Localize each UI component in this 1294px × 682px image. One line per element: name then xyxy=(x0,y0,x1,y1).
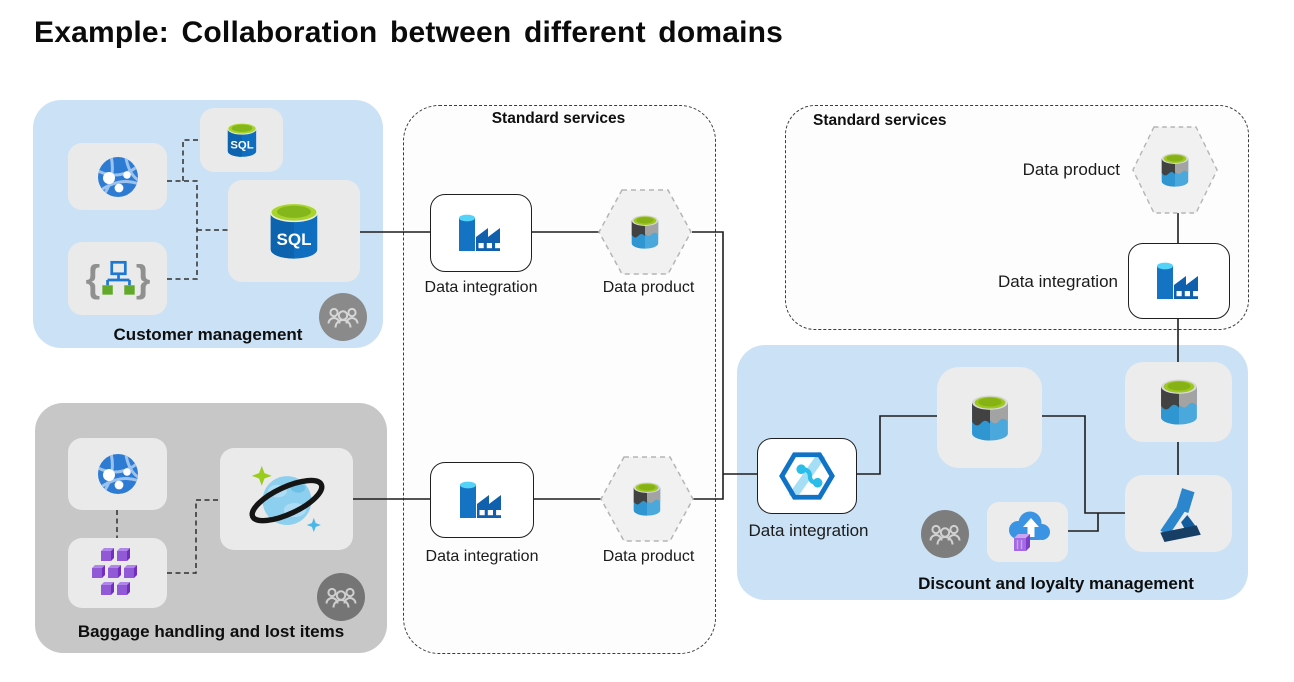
api-tile: { } xyxy=(68,242,167,315)
data-product-db-tile-center xyxy=(937,367,1042,468)
discount-team-badge xyxy=(921,510,969,558)
baggage-team-badge xyxy=(317,573,365,621)
data-product-hex-bottom xyxy=(600,456,694,542)
data-product-cylinder-icon xyxy=(633,482,661,516)
data-product-label-top: Data product xyxy=(602,279,695,296)
web-app-tile-baggage xyxy=(68,438,167,510)
data-product-cylinder-icon xyxy=(1160,379,1197,425)
big-sql-tile: SQL xyxy=(228,180,360,282)
team-people-icon xyxy=(319,293,367,341)
data-product-cylinder-icon xyxy=(631,215,659,249)
web-app-globe-icon xyxy=(97,454,138,494)
page-title: Example: Collaboration between different… xyxy=(34,16,784,49)
team-people-icon xyxy=(921,510,969,558)
container-cluster-tile xyxy=(68,538,167,608)
data-product-hex-right xyxy=(1132,126,1218,214)
data-product-cylinder-icon xyxy=(1161,153,1189,187)
customer-management-label: Customer management xyxy=(113,325,303,344)
standard-services-box-left xyxy=(403,105,716,654)
api-brace-open: { xyxy=(85,257,100,299)
sql-database-icon-small: SQL xyxy=(226,122,257,157)
team-people-icon xyxy=(317,573,365,621)
data-product-cylinder-icon xyxy=(971,395,1008,440)
container-cluster-icon xyxy=(91,548,137,595)
data-factory-icon xyxy=(459,214,501,251)
machine-learning-tile xyxy=(1125,475,1232,552)
sql-label: SQL xyxy=(230,140,253,152)
data-factory-icon xyxy=(460,481,502,518)
data-factory-icon xyxy=(1157,262,1199,299)
data-product-label-bottom: Data product xyxy=(602,548,695,565)
sql-database-icon-large: SQL xyxy=(269,202,319,259)
discount-loyalty-label: Discount and loyalty management xyxy=(918,574,1194,593)
machine-learning-icon xyxy=(1159,487,1201,542)
data-integration-node-right xyxy=(1128,243,1230,319)
synapse-integration-node xyxy=(757,438,857,514)
api-management-icon: { } xyxy=(85,257,150,299)
web-app-tile xyxy=(68,143,167,210)
web-app-globe-icon xyxy=(97,156,138,197)
standard-services-title-right: Standard services xyxy=(813,112,947,129)
data-product-db-tile-right xyxy=(1125,362,1232,442)
cloud-upload-container-icon xyxy=(1008,511,1050,551)
customer-team-badge xyxy=(319,293,367,341)
synapse-icon xyxy=(779,451,835,501)
cosmos-db-tile xyxy=(220,448,353,550)
data-integration-node-bottom xyxy=(430,462,534,538)
small-sql-tile: SQL xyxy=(200,108,283,172)
data-integration-label-top: Data integration xyxy=(424,279,538,296)
sql-label: SQL xyxy=(276,230,311,249)
standard-services-title-left: Standard services xyxy=(491,110,626,127)
discount-data-integration-label: Data integration xyxy=(748,521,869,540)
data-integration-node-top xyxy=(430,194,532,272)
data-integration-label-right: Data integration xyxy=(997,272,1118,291)
cloud-upload-tile xyxy=(987,502,1068,562)
api-brace-close: } xyxy=(135,257,150,299)
data-integration-label-bottom: Data integration xyxy=(425,548,539,565)
baggage-handling-label: Baggage handling and lost items xyxy=(77,622,345,641)
data-product-label-right: Data product xyxy=(1022,160,1120,179)
cosmos-db-icon xyxy=(249,465,324,533)
data-product-hex-top xyxy=(598,189,692,275)
